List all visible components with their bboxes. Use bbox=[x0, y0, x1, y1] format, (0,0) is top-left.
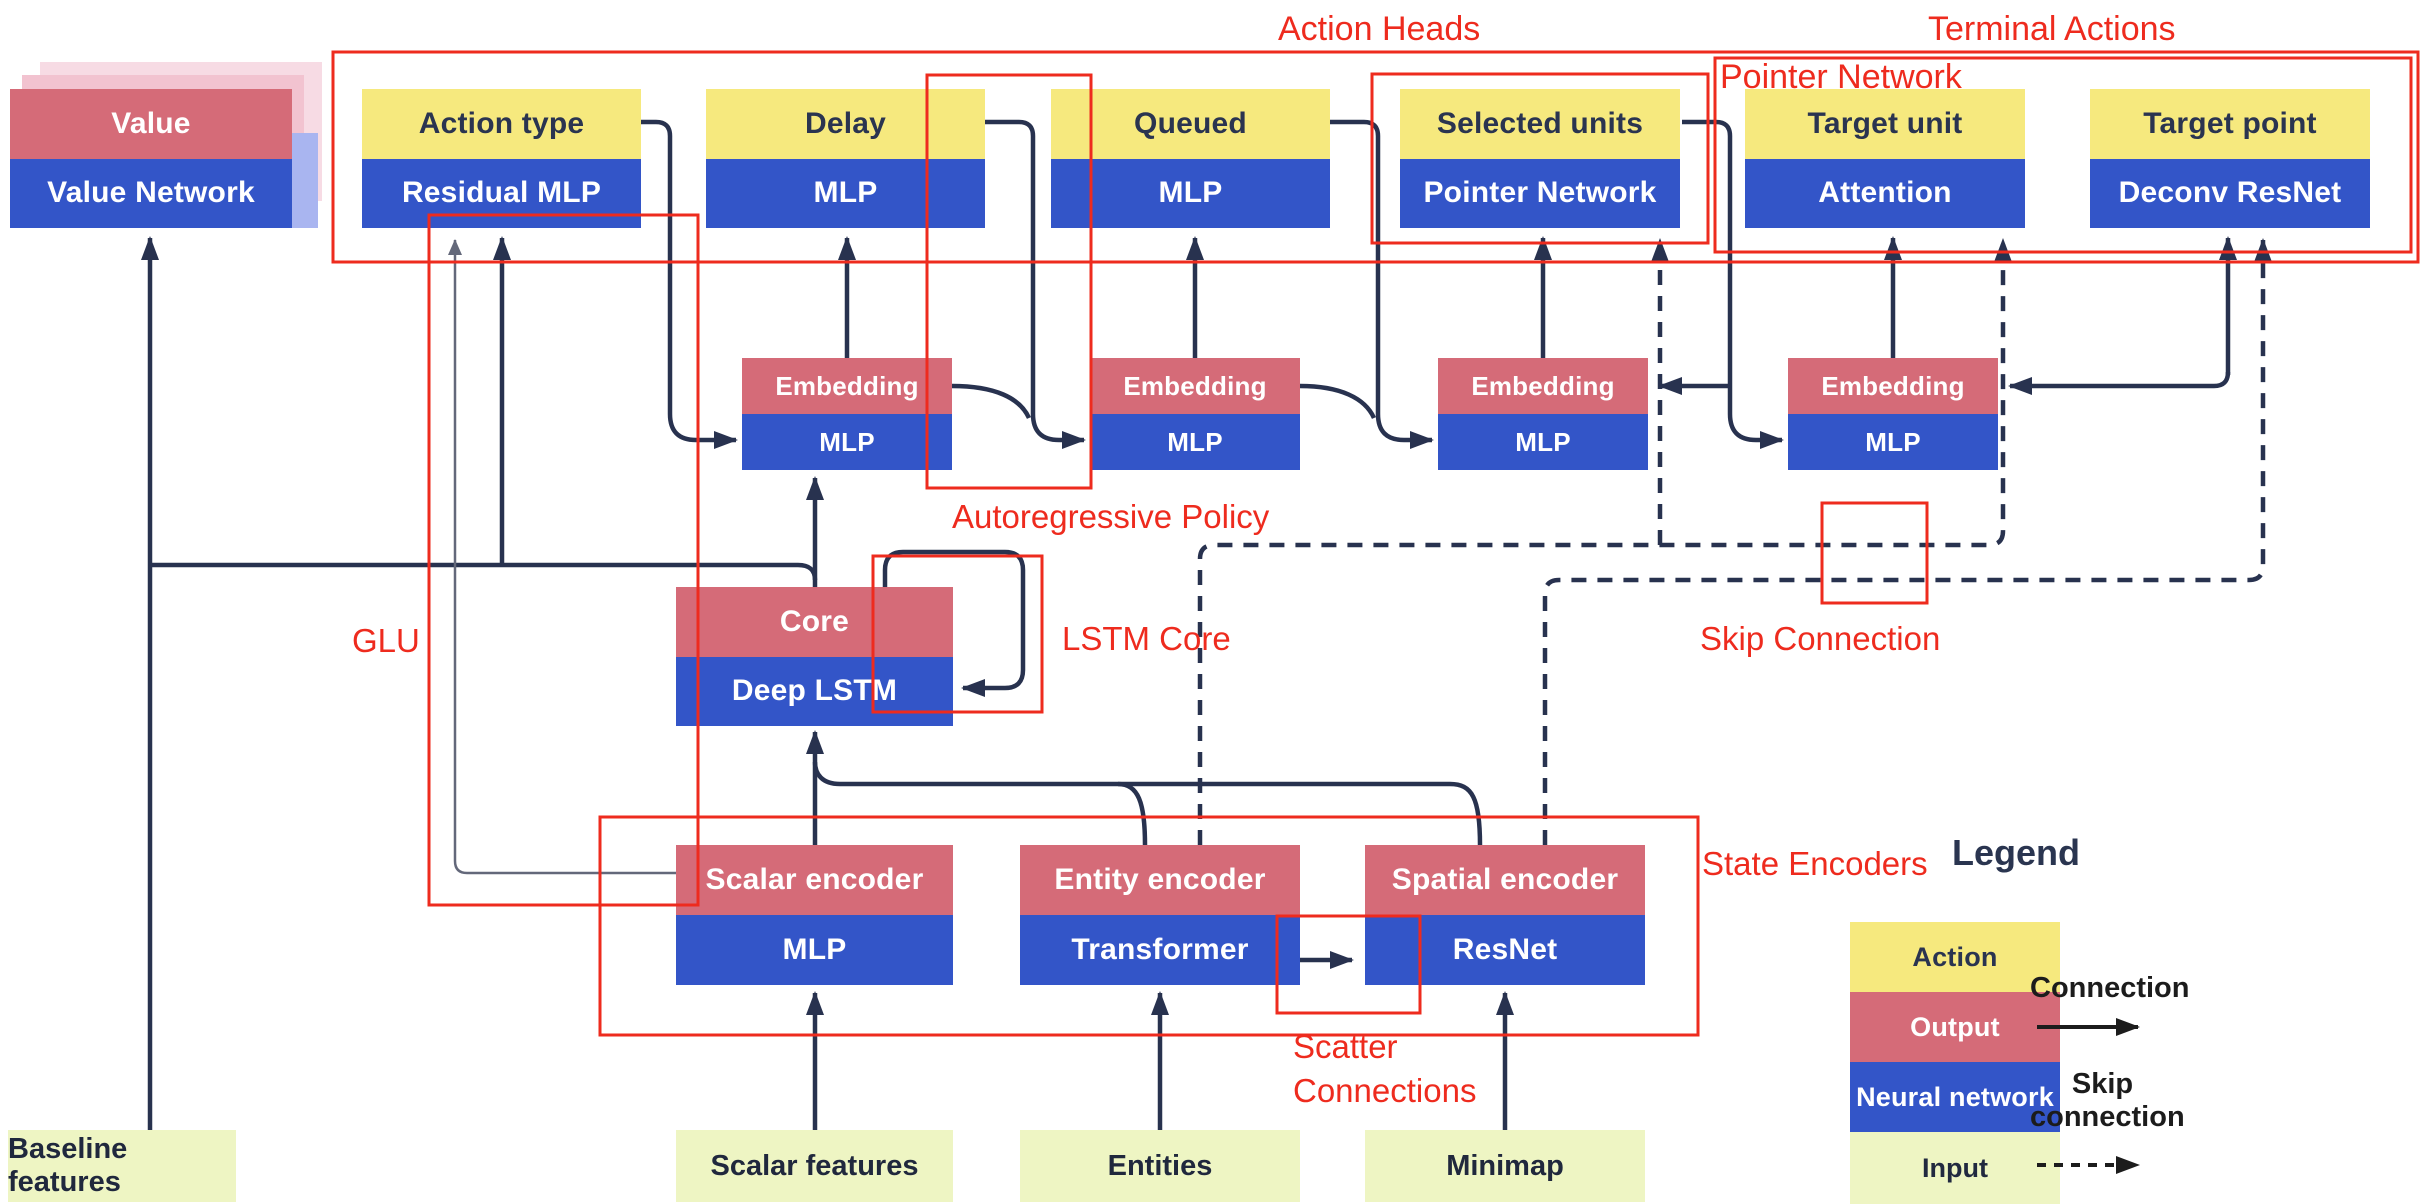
node-target-point: Target point Deconv ResNet bbox=[2090, 89, 2370, 228]
legend-skip-line1: Skip bbox=[2071, 1068, 2134, 1100]
minimap-label: Minimap bbox=[1446, 1149, 1564, 1182]
annotation-state-encoders: State Encoders bbox=[1702, 845, 1928, 882]
node-action-type: Action type Residual MLP bbox=[362, 89, 641, 228]
legend-skip-line2: connection bbox=[2030, 1101, 2185, 1133]
annotation-pointer-network: Pointer Network bbox=[1720, 58, 1962, 96]
annotation-skip-connection: Skip Connection bbox=[1700, 620, 1941, 657]
pointer-network-label: Pointer Network bbox=[1400, 158, 1680, 228]
core-label: Core bbox=[676, 587, 953, 657]
legend-input-label: Input bbox=[1922, 1152, 1988, 1183]
wire-embedding1-out bbox=[951, 383, 1032, 420]
scalar-encoder-label: Scalar encoder bbox=[676, 845, 953, 915]
node-target-unit: Target unit Attention bbox=[1745, 89, 2025, 228]
embedding4-label: Embedding bbox=[1788, 358, 1998, 414]
embedding3-mlp-label: MLP bbox=[1438, 414, 1648, 470]
entity-encoder-label: Entity encoder bbox=[1020, 845, 1300, 915]
legend-connection-label: Connection bbox=[2030, 972, 2190, 1004]
residual-mlp-label: Residual MLP bbox=[362, 158, 641, 228]
input-minimap: Minimap bbox=[1365, 1130, 1645, 1202]
legend-title: Legend bbox=[1952, 832, 2081, 873]
node-embedding-4: Embedding MLP bbox=[1788, 358, 1998, 470]
action-type-label: Action type bbox=[362, 89, 641, 159]
entities-label: Entities bbox=[1107, 1149, 1213, 1182]
target-point-label: Target point bbox=[2090, 89, 2370, 159]
legend-output-label: Output bbox=[1910, 1011, 2000, 1042]
delay-label: Delay bbox=[706, 89, 985, 159]
scalar-features-label: Scalar features bbox=[710, 1149, 919, 1182]
node-embedding-1: Embedding MLP bbox=[742, 358, 952, 470]
input-scalar-features: Scalar features bbox=[676, 1130, 953, 1202]
node-spatial-encoder: Spatial encoder ResNet bbox=[1365, 845, 1645, 985]
skip-spatial-to-targetpoint bbox=[1542, 238, 2272, 845]
annotation-scatter-line1: Scatter bbox=[1293, 1028, 1398, 1065]
queued-label: Queued bbox=[1051, 89, 1330, 159]
legend-swatch-input: Input bbox=[1850, 1132, 2060, 1204]
selected-units-label: Selected units bbox=[1400, 89, 1680, 159]
frame-glu bbox=[427, 213, 700, 907]
spatial-encoder-label: Spatial encoder bbox=[1365, 845, 1645, 915]
wire-entity-to-core-join bbox=[1117, 781, 1148, 846]
queued-mlp-label: MLP bbox=[1051, 158, 1330, 228]
legend-swatch-action: Action bbox=[1850, 922, 2060, 992]
node-delay: Delay MLP bbox=[706, 89, 985, 228]
attention-label: Attention bbox=[1745, 158, 2025, 228]
node-queued: Queued MLP bbox=[1051, 89, 1330, 228]
legend-swatch-output: Output bbox=[1850, 992, 2060, 1062]
wire-spatial-to-core-collector bbox=[812, 761, 1483, 846]
node-selected-units: Selected units Pointer Network bbox=[1400, 89, 1680, 228]
resnet-label: ResNet bbox=[1365, 915, 1645, 985]
legend-action-label: Action bbox=[1912, 941, 1998, 972]
wire-core-branch-to-value bbox=[150, 562, 818, 581]
value-network-label: Value Network bbox=[10, 158, 292, 228]
annotation-autoregressive-policy: Autoregressive Policy bbox=[952, 498, 1270, 535]
node-core: Core Deep LSTM bbox=[676, 587, 953, 726]
embedding2-label: Embedding bbox=[1090, 358, 1300, 414]
embedding3-label: Embedding bbox=[1438, 358, 1648, 414]
annotation-scatter-line2: Connections bbox=[1293, 1072, 1477, 1109]
embedding2-mlp-label: MLP bbox=[1090, 414, 1300, 470]
deconv-resnet-label: Deconv ResNet bbox=[2090, 158, 2370, 228]
transformer-label: Transformer bbox=[1020, 915, 1300, 985]
embedding4-mlp-label: MLP bbox=[1788, 414, 1998, 470]
legend-swatch-network: Neural network bbox=[1850, 1062, 2060, 1132]
value-output-label: Value bbox=[10, 89, 292, 159]
frame-skip-connection bbox=[1820, 501, 1929, 605]
node-entity-encoder: Entity encoder Transformer bbox=[1020, 845, 1300, 985]
annotation-lstm-core: LSTM Core bbox=[1062, 620, 1231, 657]
legend-network-label: Neural network bbox=[1856, 1081, 2054, 1112]
input-baseline-features: Baseline features bbox=[8, 1130, 236, 1202]
delay-mlp-label: MLP bbox=[706, 158, 985, 228]
embedding1-mlp-label: MLP bbox=[742, 414, 952, 470]
wire-embedding2-out bbox=[1299, 383, 1377, 420]
node-value: Value Value Network bbox=[10, 89, 292, 228]
annotation-terminal-actions: Terminal Actions bbox=[1928, 10, 2176, 48]
annotation-glu: GLU bbox=[352, 622, 420, 659]
node-embedding-3: Embedding MLP bbox=[1438, 358, 1648, 470]
wire-targetpoint-to-embedding4 bbox=[2008, 371, 2231, 395]
scalar-mlp-label: MLP bbox=[676, 915, 953, 985]
deep-lstm-label: Deep LSTM bbox=[676, 656, 953, 726]
annotation-action-heads: Action Heads bbox=[1278, 10, 1481, 48]
wire-glu-scalar-to-actiontype bbox=[448, 239, 676, 875]
node-embedding-2: Embedding MLP bbox=[1090, 358, 1300, 470]
node-scalar-encoder: Scalar encoder MLP bbox=[676, 845, 953, 985]
embedding1-label: Embedding bbox=[742, 358, 952, 414]
target-unit-label: Target unit bbox=[1745, 89, 2025, 159]
input-entities: Entities bbox=[1020, 1130, 1300, 1202]
skip-entity-to-targetunit bbox=[1197, 238, 2012, 845]
baseline-features-label: Baseline features bbox=[8, 1133, 128, 1198]
legend-skip-label: Skip connection bbox=[2030, 1068, 2185, 1134]
